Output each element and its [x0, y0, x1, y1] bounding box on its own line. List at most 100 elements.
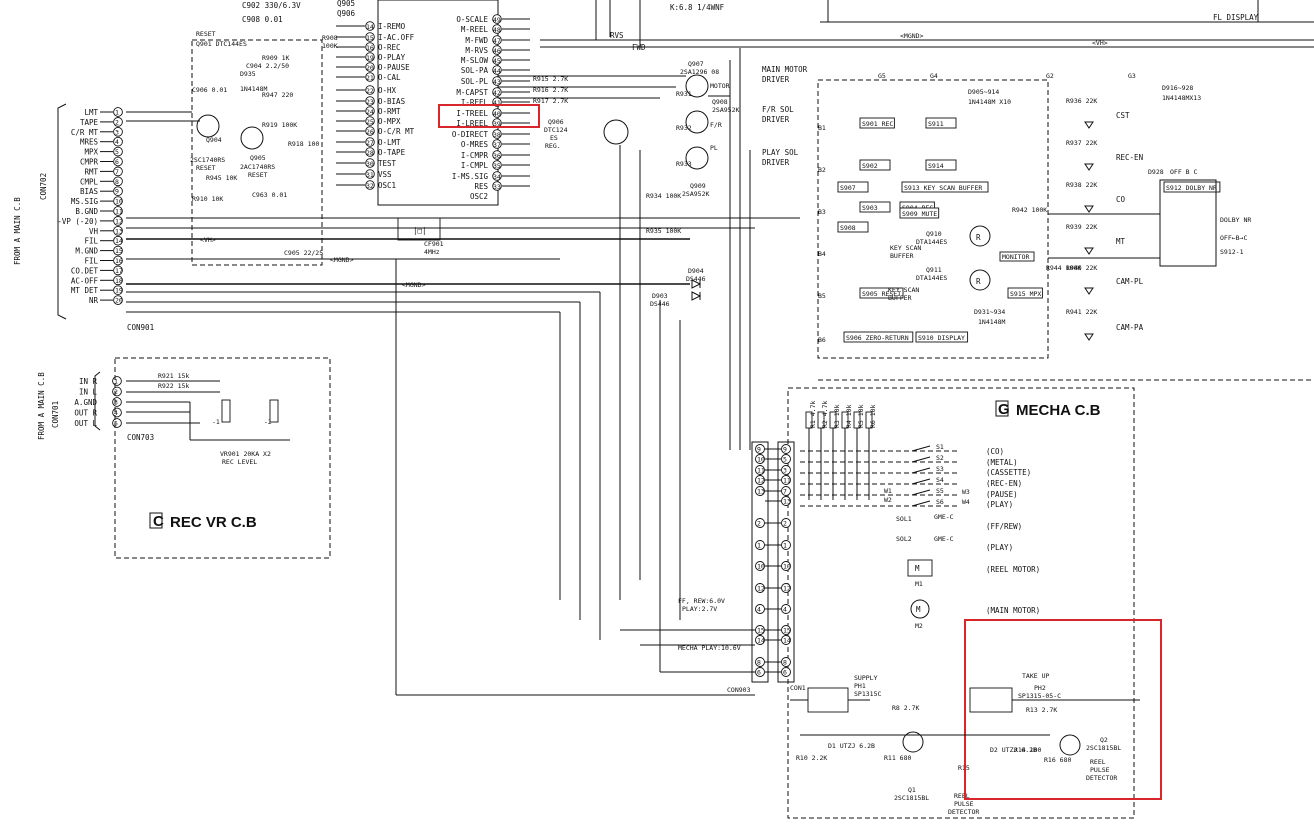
con903-pin-num: 13 [757, 488, 765, 496]
strip-q905: Q905 [337, 0, 355, 8]
mecha-pin-2 [781, 518, 791, 528]
ic-pin-num-left: 20 [366, 64, 374, 72]
ic-pin-23 [365, 96, 375, 106]
ic-pin-num-left: 24 [366, 108, 374, 116]
cf901-freq: 4MHz [424, 248, 440, 256]
q1: Q1 [908, 786, 916, 794]
con903-pin-num: 2 [757, 520, 761, 528]
switch-11 [901, 181, 989, 193]
m1-motor [907, 559, 933, 577]
ic-pin-label-right: I-CMPL [461, 161, 489, 170]
con702-pin-num: 16 [115, 257, 123, 265]
q911: Q911 [926, 266, 942, 274]
mecha-label: (PLAY) [986, 543, 1013, 552]
con702-pin-label: FIL [84, 257, 98, 266]
con903-pin-num: 12 [757, 477, 765, 485]
ic-pin-label-left: O-REC [378, 43, 401, 52]
c963: C963 0.01 [252, 191, 287, 199]
con702-pin-20 [113, 295, 123, 305]
ic-pin-49 [492, 14, 502, 24]
fl-display-label: FL DISPLAY [1213, 13, 1259, 22]
ic-pin-28 [365, 147, 375, 157]
con702-pin-num: 11 [115, 208, 123, 216]
con903-label: CON903 [727, 686, 751, 694]
d916-part: 1N4148MX13 [1162, 94, 1201, 102]
ic-pin-label-left: O-MPX [378, 117, 401, 126]
ic-pin-label-left: O-CAL [378, 73, 401, 82]
mecha-pin-4 [781, 604, 791, 614]
r935: R935 100K [646, 227, 681, 235]
play-sol: PLAY SOL [762, 148, 799, 157]
ic-pin-num-right: 48 [493, 26, 501, 34]
mecha-switch: S6 [936, 498, 944, 506]
ph2-symbol [969, 687, 1013, 713]
mecha-pin-num: 12 [783, 585, 791, 593]
ic-pin-47 [492, 35, 502, 45]
main-motor-driver: DRIVER [762, 75, 790, 84]
con702-pin-num: 3 [115, 128, 119, 136]
ic-pin-num-right: 42 [493, 89, 501, 97]
con702-pin-num: 15 [115, 247, 123, 255]
con702-pin-5 [113, 146, 123, 157]
ic-pin-label-left: VSS [378, 170, 392, 179]
reel-pulse-highlight [964, 619, 1162, 800]
c905: C905 22/25 [284, 249, 323, 257]
mecha-pin-num: 3 [783, 467, 787, 475]
ic-pin-label-right: OSC2 [470, 192, 488, 201]
con702-pin-num: 20 [115, 297, 123, 305]
switch-label: S909 MUTE [902, 210, 937, 218]
mecha-pin-num: 1 [783, 542, 787, 550]
con903-pin-num: 11 [757, 467, 765, 475]
switch-label: S907 [840, 184, 856, 192]
ic-pin-num-right: 33 [493, 183, 501, 191]
ic-pin-label-left: O-RMT [378, 107, 401, 116]
q904-reset: RESET [196, 164, 216, 172]
cst-label: CAM-PA [1116, 323, 1144, 332]
mecha-small-part: R16 680 [1044, 756, 1071, 764]
mecha-small-part: D1 UTZJ 6.2B [828, 742, 875, 750]
mecha-pin-9 [781, 444, 791, 454]
d905-part: 1N4148M X10 [968, 98, 1011, 106]
con903-pin-9 [755, 444, 765, 454]
cst-label: CAM-PL [1116, 277, 1144, 286]
volt-mecha-play: MECHA PLAY:10.6V [678, 644, 741, 652]
strip-c908: C908 0.01 [242, 15, 283, 24]
ic-pin-31 [365, 169, 375, 179]
cf901: CF901 [424, 240, 444, 248]
dolby-switch: OFF←B→C [1220, 234, 1247, 242]
cst-label: CST [1116, 111, 1130, 120]
mecha-pin-13 [781, 496, 791, 506]
mecha-label: (REEL MOTOR) [986, 565, 1040, 574]
con702-pin-num: 13 [115, 227, 123, 235]
ic-pin-label-right: M-REEL [461, 25, 489, 34]
con703-label: CON703 [127, 433, 154, 442]
con903-pin-num: 10 [757, 456, 765, 464]
mecha-pin-num: 6 [783, 669, 787, 677]
r916: R916 2.7K [533, 86, 568, 94]
ic-pin-24 [365, 106, 375, 116]
rp-resistor: R941 22K [1066, 308, 1097, 316]
ic-pin-label-right: I-MS.SIG [452, 172, 489, 181]
switch-label: S913 KEY SCAN BUFFER [904, 184, 982, 192]
switch-label: S905 RESET [862, 290, 901, 298]
mecha-pin-num: 9 [783, 446, 787, 454]
ic-pin-label-left: TEST [378, 159, 397, 168]
supply-name: SUPPLY [854, 674, 878, 682]
ic-pin-42 [492, 87, 502, 97]
con702-pin-label: CMPR [80, 158, 99, 167]
switch-2 [859, 201, 891, 213]
mecha-pin-num: 14 [783, 637, 791, 645]
q909-symbol [685, 146, 709, 170]
mecha-pin-12 [781, 583, 791, 593]
mecha-letter: G [998, 401, 1010, 418]
con702-pin-num: 2 [115, 118, 119, 126]
mecha-pin-num: 15 [783, 627, 791, 635]
con701-pin-num: 5 [114, 420, 118, 428]
q906-es: ES [550, 134, 558, 142]
ic-pin-35 [492, 160, 502, 170]
mecha-pin-6 [781, 667, 791, 677]
mecha-switch: S2 [936, 454, 944, 462]
con903-pin-10 [755, 561, 765, 571]
r908-val: 100K [322, 42, 338, 50]
